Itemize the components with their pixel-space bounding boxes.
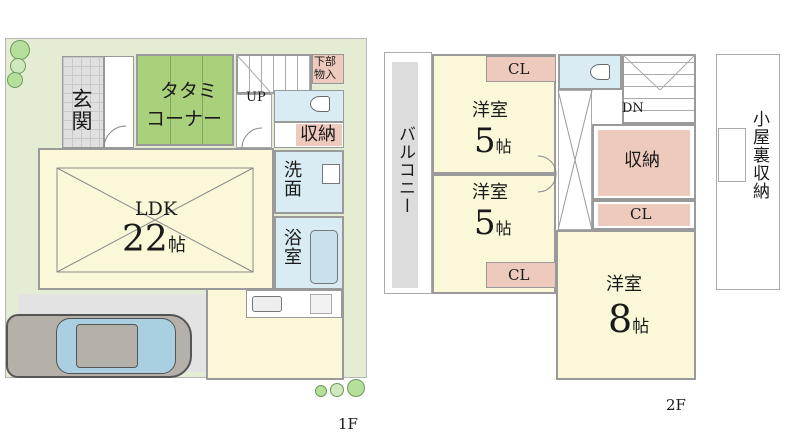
ldk-size: 22帖 — [122, 222, 186, 258]
entrance-label: 玄関 — [69, 88, 93, 132]
closet-1-label: CL — [508, 60, 530, 78]
western-2-size-number: 5 — [474, 203, 496, 243]
western-2-size: 5帖 — [474, 206, 512, 240]
closet-2 — [486, 262, 556, 288]
western-3-label: 洋室 — [606, 274, 642, 295]
ldk-label: LDK — [135, 198, 178, 220]
tree-icon — [330, 383, 344, 397]
sink-icon — [252, 296, 282, 312]
under-storage-label-1: 下部 — [314, 55, 336, 68]
room-western-3 — [556, 230, 696, 380]
tree-icon — [7, 72, 23, 88]
floor-label-1f: 1F — [338, 415, 358, 433]
storage-1f-fill — [296, 124, 342, 146]
storage-1f-label: 収納 — [300, 124, 336, 145]
western-3-size: 8帖 — [608, 300, 649, 338]
western-1-size-number: 5 — [474, 121, 496, 161]
car-roof — [76, 324, 138, 368]
bathtub-icon — [310, 230, 338, 284]
storage-2f-label: 収納 — [624, 150, 660, 171]
dn-label: DN — [622, 101, 644, 116]
room-under-storage — [312, 54, 344, 84]
ldk-size-number: 22 — [122, 219, 168, 260]
western-1-label: 洋室 — [472, 100, 508, 121]
closet-3-label: CL — [630, 205, 652, 223]
room-tatami — [136, 54, 234, 146]
balcony-floor — [392, 62, 418, 288]
floor-label-2f: 2F — [666, 396, 686, 414]
tree-icon — [315, 385, 327, 397]
under-storage-label-2: 物入 — [314, 68, 336, 81]
toilet-icon — [310, 96, 330, 112]
stove-icon — [310, 294, 332, 314]
room-entrance — [62, 56, 104, 148]
up-label: UP — [246, 90, 266, 105]
tatami-label-line2: コーナー — [146, 108, 223, 130]
room-attic-storage — [716, 54, 780, 290]
western-3-size-unit: 帖 — [632, 317, 650, 337]
western-2-label: 洋室 — [472, 182, 508, 203]
western-1-size-unit: 帖 — [495, 137, 512, 156]
closet-3-fill — [598, 204, 690, 226]
entrance-hall — [104, 56, 134, 148]
western-2-size-unit: 帖 — [495, 219, 512, 238]
stairs-1f — [236, 54, 312, 94]
room-toilet-1f — [274, 90, 344, 122]
bathroom-label: 浴室 — [281, 228, 302, 266]
tree-icon — [347, 379, 365, 397]
ldk-size-unit: 帖 — [167, 235, 186, 256]
closet-2-label: CL — [508, 266, 530, 284]
attic-ladder — [718, 128, 746, 182]
storage-2f-fill — [598, 130, 690, 196]
tatami-label-line1: タタミ — [160, 80, 218, 102]
toilet-icon — [590, 64, 610, 80]
stair-hall — [236, 94, 272, 148]
attic-storage-label: 小屋裏収納 — [749, 110, 769, 200]
balcony-label: バルコニー — [395, 125, 415, 215]
washroom-label: 洗面 — [281, 160, 302, 198]
closet-1 — [486, 56, 556, 82]
washbasin-icon — [322, 164, 340, 184]
western-3-size-number: 8 — [608, 297, 633, 341]
western-1-size: 5帖 — [474, 124, 512, 158]
